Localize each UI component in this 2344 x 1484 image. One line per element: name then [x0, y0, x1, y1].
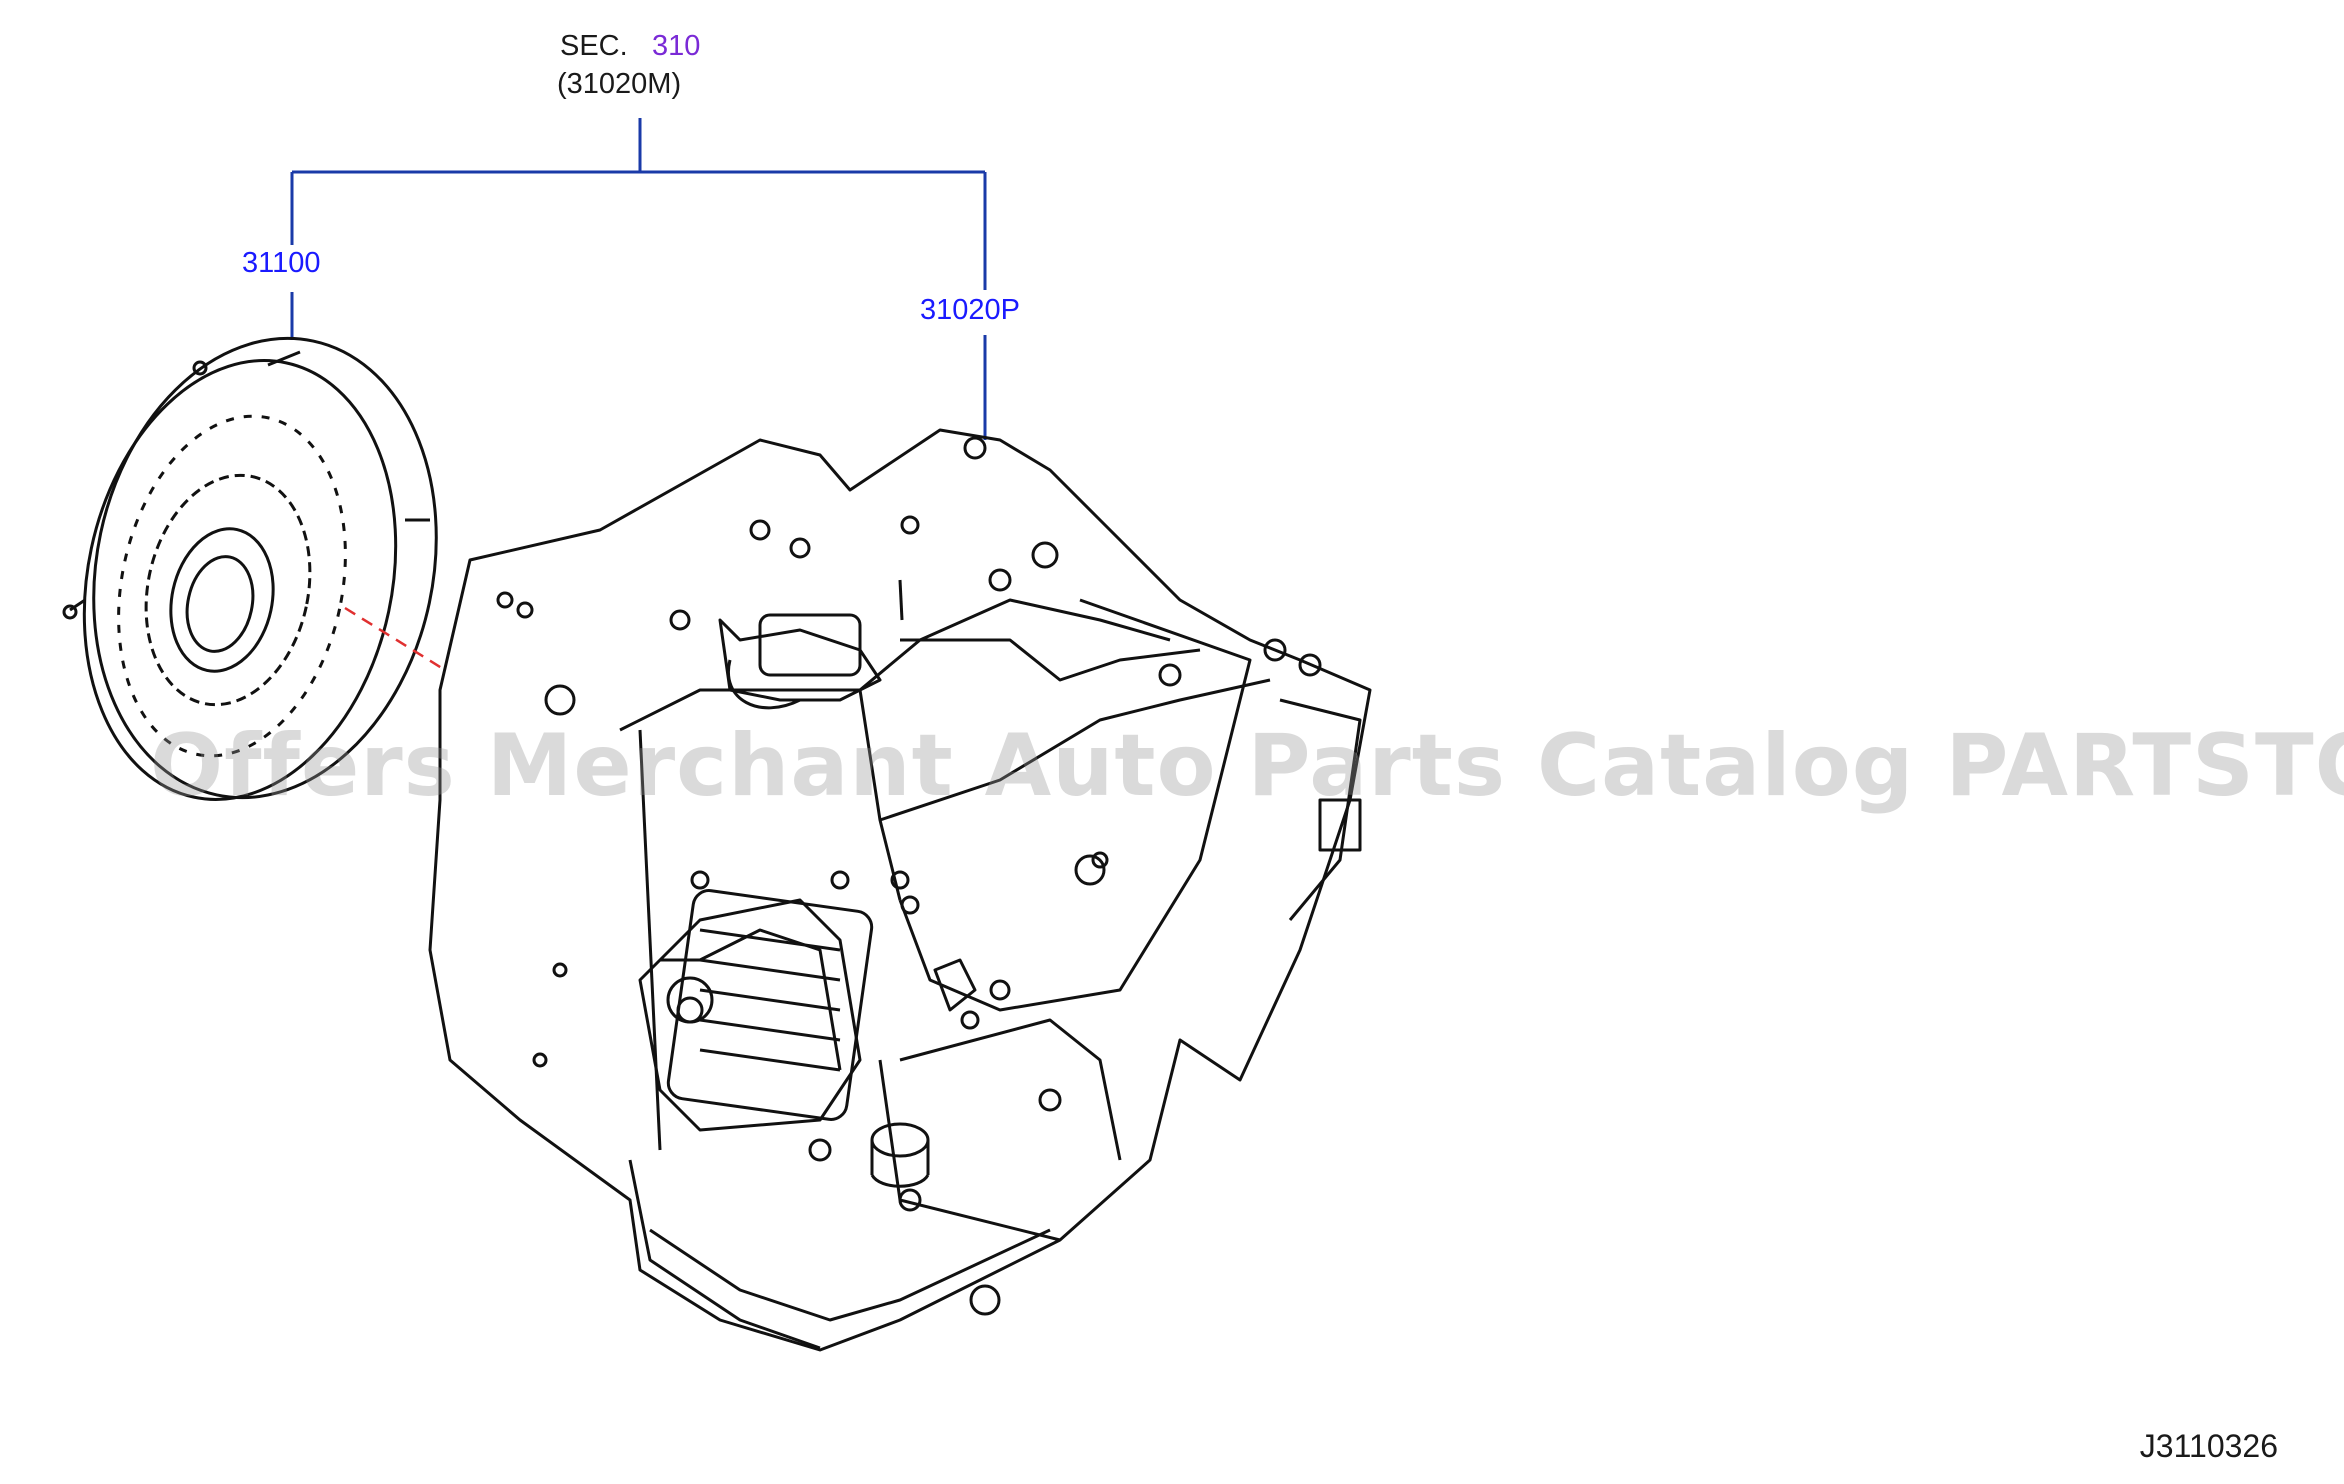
leader-line-red — [344, 606, 446, 672]
callout-bracket — [290, 118, 987, 440]
diagram-reference-id: J3110326 — [2139, 1428, 2278, 1464]
watermark-text: Offers Merchant Auto Parts Catalog PARTS… — [150, 716, 2344, 816]
part-number-torque-converter[interactable]: 31100 — [242, 247, 321, 279]
assembly-code-label: (31020M) — [557, 68, 682, 100]
transmission-illustration — [428, 428, 1372, 1352]
part-number-transmission[interactable]: 31020P — [920, 294, 1020, 326]
torque-converter-illustration — [62, 336, 438, 801]
section-number-link[interactable]: 310 — [652, 30, 701, 62]
section-prefix-label: SEC. — [560, 30, 628, 62]
